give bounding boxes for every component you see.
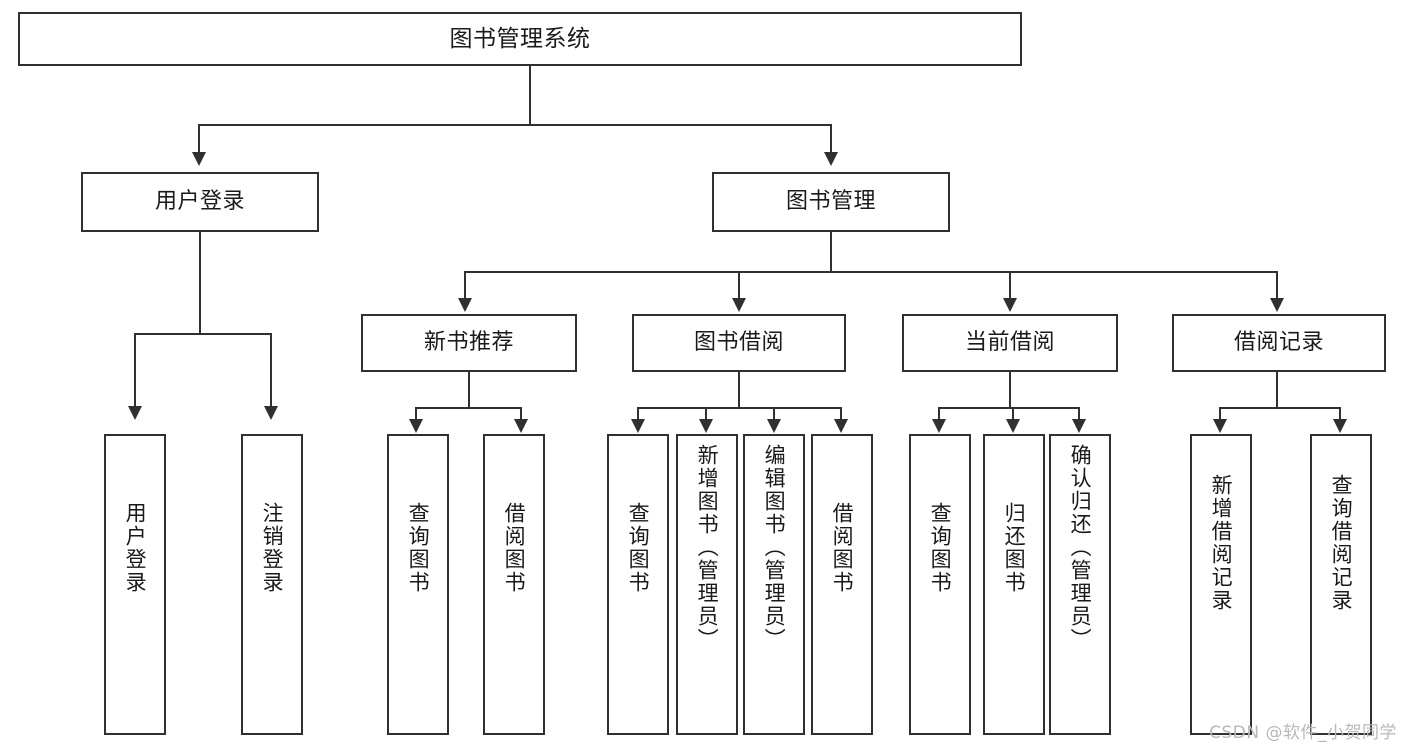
leaf-book-borrow-query-book[interactable]: 查询图书 xyxy=(607,434,669,735)
arrow-book-borrow-leaf4 xyxy=(834,419,848,433)
edge-current-borrow-leaf1 xyxy=(938,407,940,420)
edge-current-borrow-stem xyxy=(1009,372,1011,408)
edge-book-borrow-leaf2 xyxy=(705,407,707,420)
node-label: 注销登录 xyxy=(260,502,285,594)
edge-to-borrow-record xyxy=(1276,271,1278,299)
leaf-current-borrow-return-book[interactable]: 归还图书 xyxy=(983,434,1045,735)
leaf-current-borrow-confirm-return-admin[interactable]: 确认归还（管理员） xyxy=(1049,434,1111,735)
edge-current-borrow-bus xyxy=(938,407,1080,409)
arrow-user-login-leaf2 xyxy=(264,406,278,420)
node-label: 借阅图书 xyxy=(830,502,855,594)
edge-to-user-login xyxy=(198,124,200,152)
node-book-management[interactable]: 图书管理 xyxy=(712,172,950,232)
arrow-user-login-leaf1 xyxy=(128,406,142,420)
edge-book-borrow-leaf4 xyxy=(840,407,842,420)
node-label: 图书借阅 xyxy=(693,330,784,356)
node-label: 编辑图书（管理员） xyxy=(762,444,787,651)
arrow-new-book-recommend-leaf2 xyxy=(514,419,528,433)
node-label: 新书推荐 xyxy=(423,330,514,356)
arrow-to-user-login xyxy=(192,152,206,166)
edge-new-book-recommend-leaf2 xyxy=(520,407,522,420)
leaf-new-book-recommend-query-book[interactable]: 查询图书 xyxy=(387,434,449,735)
leaf-book-borrow-edit-book-admin[interactable]: 编辑图书（管理员） xyxy=(743,434,805,735)
leaf-borrow-record-query-record[interactable]: 查询借阅记录 xyxy=(1310,434,1372,735)
node-label: 图书管理 xyxy=(785,189,876,215)
arrow-book-borrow-leaf3 xyxy=(767,419,781,433)
edge-new-book-recommend-leaf1 xyxy=(415,407,417,420)
node-label: 归还图书 xyxy=(1002,502,1027,594)
node-label: 借阅图书 xyxy=(502,502,527,594)
arrow-current-borrow-leaf1 xyxy=(932,419,946,433)
node-label: 确认归还（管理员） xyxy=(1068,444,1093,651)
arrow-to-borrow-record xyxy=(1270,298,1284,312)
arrow-to-current-borrow xyxy=(1003,298,1017,312)
arrow-to-new-book-recommend xyxy=(458,298,472,312)
node-label: 当前借阅 xyxy=(964,330,1055,356)
edge-borrow-record-leaf1 xyxy=(1219,407,1221,420)
edge-book-management-stem xyxy=(830,232,832,272)
edge-borrow-record-bus xyxy=(1219,407,1341,409)
leaf-user-login-logout[interactable]: 注销登录 xyxy=(241,434,303,735)
edge-level3-bus xyxy=(464,271,1276,273)
arrow-current-borrow-leaf2 xyxy=(1006,419,1020,433)
edge-user-login-bus xyxy=(134,333,272,335)
node-label: 图书管理系统 xyxy=(449,25,591,52)
leaf-current-borrow-query-book[interactable]: 查询图书 xyxy=(909,434,971,735)
node-book-borrow[interactable]: 图书借阅 xyxy=(632,314,846,372)
edge-level2-bus xyxy=(198,124,832,126)
edge-new-book-recommend-bus xyxy=(415,407,522,409)
node-label: 查询图书 xyxy=(406,502,431,594)
node-label: 查询图书 xyxy=(626,502,651,594)
edge-to-book-borrow xyxy=(738,271,740,299)
node-label: 查询借阅记录 xyxy=(1329,474,1354,612)
edge-to-current-borrow xyxy=(1009,271,1011,299)
node-label: 查询图书 xyxy=(928,502,953,594)
leaf-book-borrow-add-book-admin[interactable]: 新增图书（管理员） xyxy=(676,434,738,735)
edge-book-borrow-leaf1 xyxy=(637,407,639,420)
edge-borrow-record-stem xyxy=(1276,372,1278,408)
edge-new-book-recommend-stem xyxy=(468,372,470,408)
arrow-borrow-record-leaf1 xyxy=(1213,419,1227,433)
edge-current-borrow-leaf3 xyxy=(1078,407,1080,420)
edge-user-login-stem xyxy=(199,232,201,334)
arrow-to-book-borrow xyxy=(732,298,746,312)
node-book-management-system[interactable]: 图书管理系统 xyxy=(18,12,1022,66)
edge-to-book-management xyxy=(830,124,832,152)
node-label: 新增借阅记录 xyxy=(1209,474,1234,612)
node-new-book-recommend[interactable]: 新书推荐 xyxy=(361,314,577,372)
edge-to-new-book-recommend xyxy=(464,271,466,299)
node-label: 借阅记录 xyxy=(1233,330,1324,356)
edge-root-stem xyxy=(529,66,531,125)
edge-user-login-leaf2 xyxy=(270,333,272,407)
edge-user-login-leaf1 xyxy=(134,333,136,407)
node-current-borrow[interactable]: 当前借阅 xyxy=(902,314,1118,372)
node-user-login[interactable]: 用户登录 xyxy=(81,172,319,232)
arrow-book-borrow-leaf1 xyxy=(631,419,645,433)
edge-book-borrow-stem xyxy=(738,372,740,408)
edge-borrow-record-leaf2 xyxy=(1339,407,1341,420)
node-borrow-record[interactable]: 借阅记录 xyxy=(1172,314,1386,372)
node-label: 新增图书（管理员） xyxy=(695,444,720,651)
node-label: 用户登录 xyxy=(123,502,148,594)
edge-current-borrow-leaf2 xyxy=(1012,407,1014,420)
leaf-book-borrow-borrow-book[interactable]: 借阅图书 xyxy=(811,434,873,735)
leaf-borrow-record-add-record[interactable]: 新增借阅记录 xyxy=(1190,434,1252,735)
edge-book-borrow-leaf3 xyxy=(773,407,775,420)
arrow-current-borrow-leaf3 xyxy=(1072,419,1086,433)
arrow-to-book-management xyxy=(824,152,838,166)
leaf-new-book-recommend-borrow-book[interactable]: 借阅图书 xyxy=(483,434,545,735)
node-label: 用户登录 xyxy=(154,189,245,215)
arrow-new-book-recommend-leaf1 xyxy=(409,419,423,433)
leaf-user-login-login[interactable]: 用户登录 xyxy=(104,434,166,735)
edge-book-borrow-bus xyxy=(637,407,841,409)
arrow-borrow-record-leaf2 xyxy=(1333,419,1347,433)
arrow-book-borrow-leaf2 xyxy=(699,419,713,433)
